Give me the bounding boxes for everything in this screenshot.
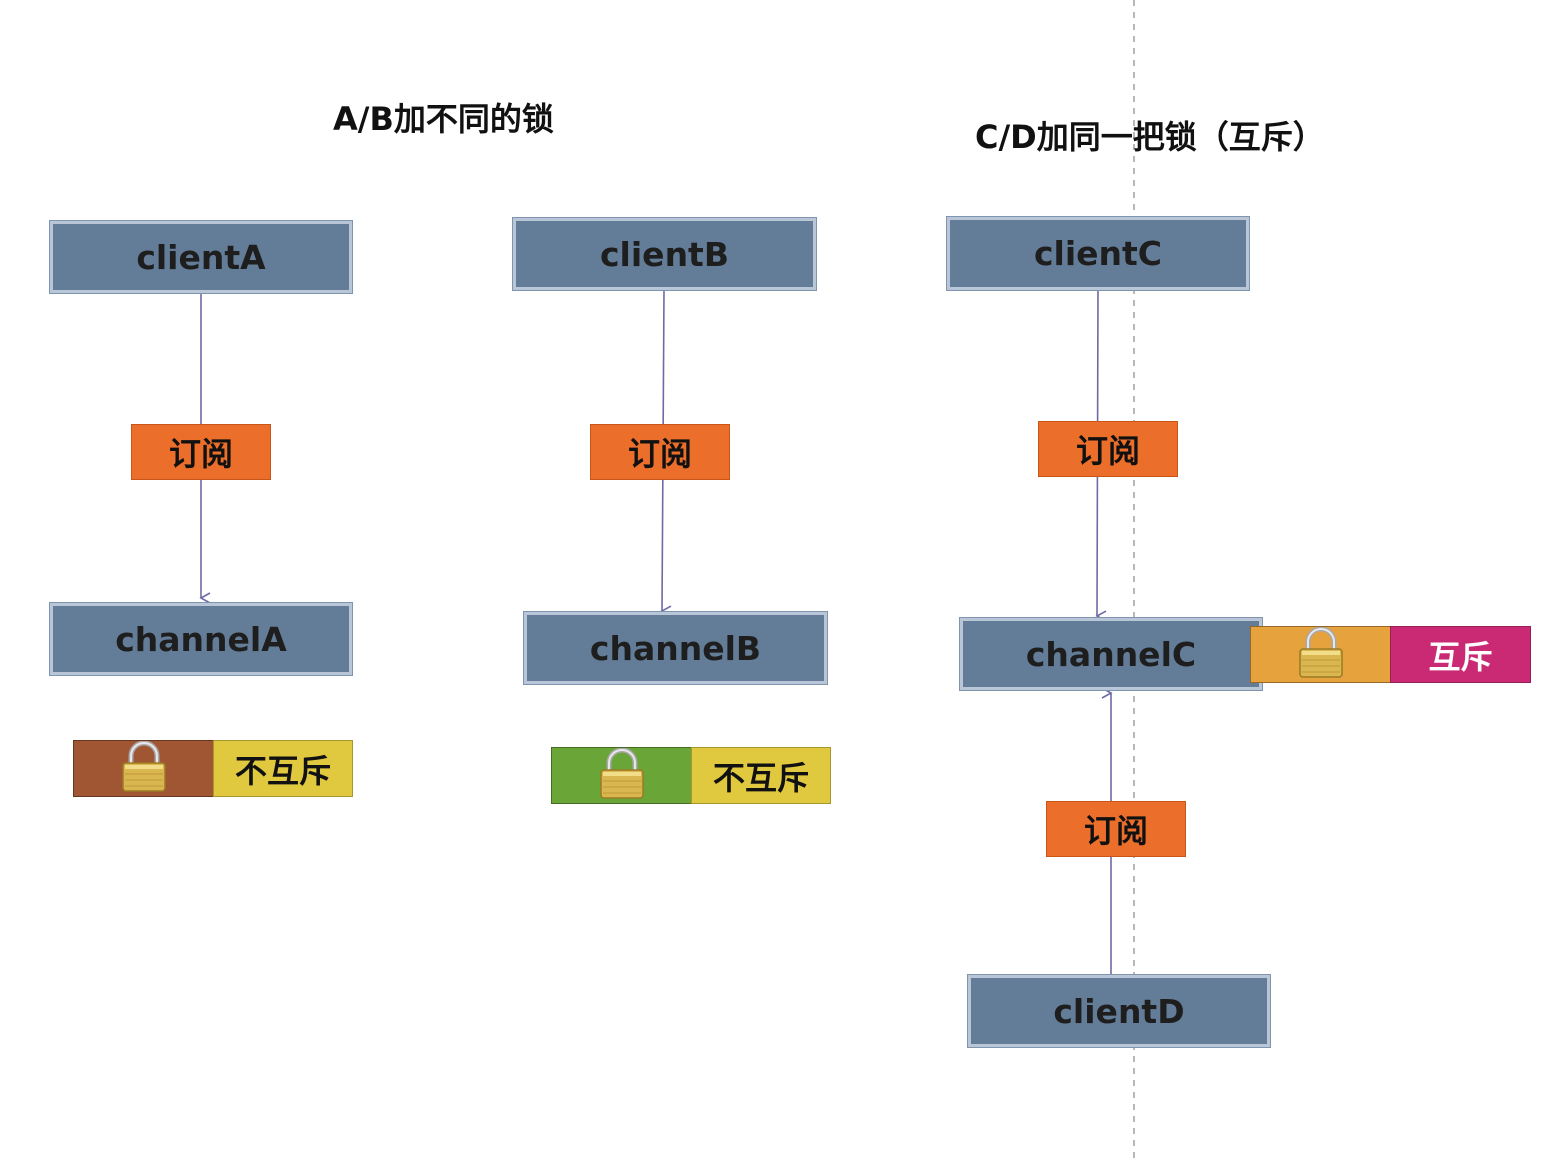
title-right: C/D加同一把锁（互斥） [975,118,1325,156]
padlock-icon [120,740,168,797]
edge-label-subscribe-d: 订阅 [1046,801,1186,857]
lock-b-status: 不互斥 [691,747,831,804]
edge-label-subscribe-b: 订阅 [590,424,730,480]
node-clientA[interactable]: clientA [49,220,353,294]
node-channelB[interactable]: channelB [523,611,828,685]
lock-b-box [551,747,692,804]
node-channelC[interactable]: channelC [959,617,1263,691]
lock-a-box [73,740,214,797]
padlock-icon [1297,626,1345,683]
node-clientD[interactable]: clientD [967,974,1271,1048]
node-clientC[interactable]: clientC [946,216,1250,291]
edge-label-subscribe-c: 订阅 [1038,421,1178,477]
lock-c-status: 互斥 [1390,626,1531,683]
node-clientB[interactable]: clientB [512,217,817,291]
node-channelA[interactable]: channelA [49,602,353,676]
padlock-icon [598,747,646,804]
lock-a-status: 不互斥 [213,740,353,797]
edge-label-subscribe-a: 订阅 [131,424,271,480]
lock-c-box [1250,626,1391,683]
title-left: A/B加不同的锁 [333,100,554,138]
